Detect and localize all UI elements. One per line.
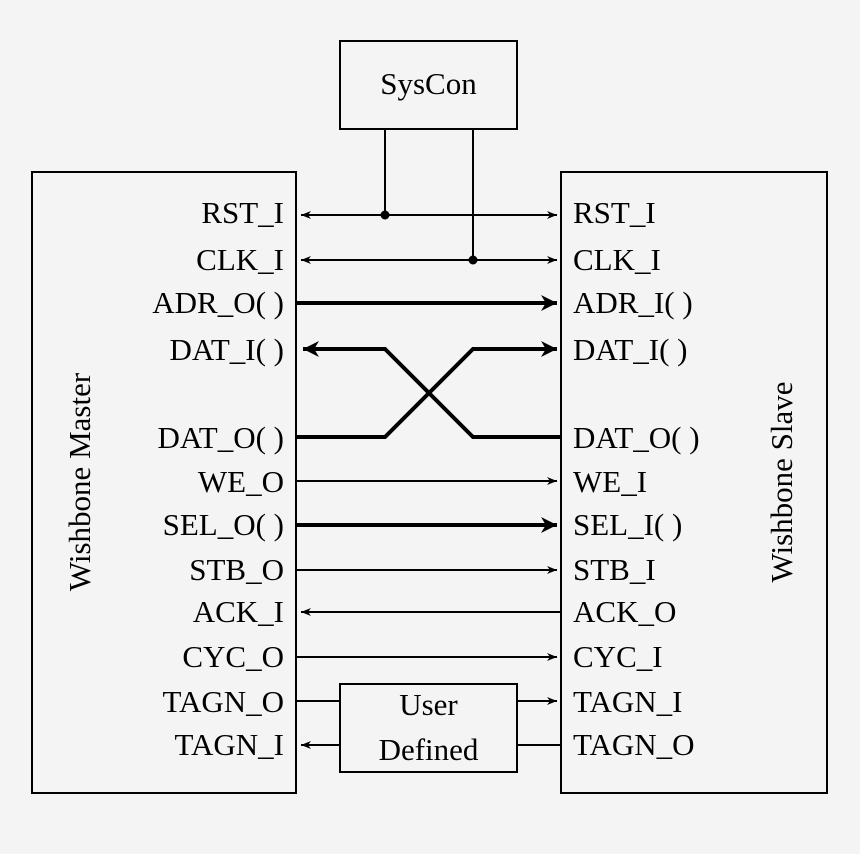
slave-signal-dat-i: DAT_I( ) — [573, 332, 688, 367]
dat-slave-to-master-bus — [303, 341, 561, 439]
slave-signal-adr-i: ADR_I( ) — [573, 285, 693, 320]
slave-title: Wishbone Slave — [764, 381, 799, 582]
syscon-label: SysCon — [380, 66, 477, 101]
master-signal-we-o: WE_O — [198, 464, 284, 499]
slave-signal-ack-o: ACK_O — [573, 594, 676, 629]
master-box — [31, 171, 297, 794]
master-signal-stb-o: STB_O — [189, 552, 284, 587]
user-defined-box — [339, 683, 518, 773]
slave-signal-sel-i: SEL_I( ) — [573, 507, 682, 542]
slave-signal-tagn-i: TAGN_I — [573, 684, 682, 719]
slave-signal-cyc-i: CYC_I — [573, 639, 663, 674]
dat-master-to-slave-bus — [296, 341, 557, 439]
slave-signal-we-i: WE_I — [573, 464, 647, 499]
slave-signal-dat-o: DAT_O( ) — [573, 420, 700, 455]
master-signal-tagn-o: TAGN_O — [162, 684, 284, 719]
master-signal-rst-i: RST_I — [201, 195, 284, 230]
slave-signal-rst-i: RST_I — [573, 195, 656, 230]
user-defined-line2: Defined — [379, 732, 479, 767]
slave-box — [560, 171, 828, 794]
master-title: Wishbone Master — [62, 372, 97, 591]
syscon-box — [339, 40, 518, 130]
user-defined-line1: User — [399, 687, 458, 722]
master-signal-tagn-i: TAGN_I — [175, 727, 284, 762]
master-signal-sel-o: SEL_O( ) — [163, 507, 284, 542]
master-signal-clk-i: CLK_I — [196, 242, 284, 277]
master-signal-adr-o: ADR_O( ) — [152, 285, 284, 320]
master-signal-dat-o: DAT_O( ) — [157, 420, 284, 455]
slave-signal-clk-i: CLK_I — [573, 242, 661, 277]
master-signal-ack-i: ACK_I — [193, 594, 284, 629]
slave-signal-tagn-o: TAGN_O — [573, 727, 695, 762]
slave-signal-stb-i: STB_I — [573, 552, 656, 587]
master-signal-cyc-o: CYC_O — [182, 639, 284, 674]
master-signal-dat-i: DAT_I( ) — [170, 332, 285, 367]
